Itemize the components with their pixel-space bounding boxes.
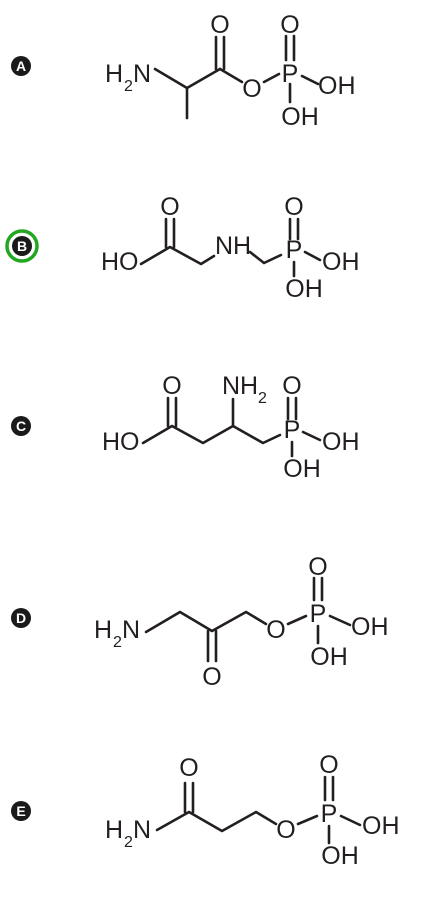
atom-o-ester: O	[276, 816, 295, 844]
atom-o-carbonyl: O	[160, 193, 179, 221]
atom-subscript: 2	[258, 390, 267, 407]
option-e-badge[interactable]: E	[11, 801, 31, 821]
option-c-badge[interactable]: C	[11, 416, 31, 436]
atom-oh-right: OH	[351, 613, 389, 641]
option-e-molecule: H 2 N O O P O OH OH	[105, 751, 400, 870]
p-oh-bond	[303, 250, 322, 262]
option-a-badge[interactable]: A	[11, 56, 31, 76]
ester-bond	[218, 67, 244, 84]
atom-n: N	[122, 616, 140, 644]
atom-subscript: 2	[124, 78, 133, 95]
atom-o-top: O	[284, 193, 303, 221]
p-o-double-bond	[323, 775, 335, 802]
badge-letter: A	[16, 58, 26, 74]
p-oh-bond	[300, 74, 320, 86]
badge-circle	[11, 416, 31, 436]
atom-oh-right: OH	[362, 812, 400, 840]
atom-p: P	[321, 800, 338, 828]
option-c-molecule: HO O NH 2 P O OH OH	[102, 372, 360, 483]
atom-oh-bottom: OH	[283, 455, 321, 483]
atom-oh-bottom: OH	[321, 842, 359, 870]
atom-o-carbonyl: O	[210, 11, 229, 39]
carbonyl-double-bond	[183, 781, 195, 814]
option-a-molecule: H 2 N O O P O OH OH	[105, 11, 356, 131]
badge-letter: B	[17, 238, 27, 254]
atom-o-top: O	[282, 372, 301, 400]
selection-ring	[5, 229, 39, 263]
option-d-molecule: H 2 N O O P O OH OH	[94, 553, 389, 691]
option-c[interactable]: C HO O NH 2 P O OH OH	[11, 372, 360, 483]
atom-ho: HO	[101, 248, 139, 276]
p-oh-bond	[339, 814, 362, 827]
option-d-badge[interactable]: D	[11, 608, 31, 628]
atom-o-carbonyl: O	[162, 372, 181, 400]
atom-h: H	[105, 60, 123, 88]
backbone-bond	[141, 424, 282, 445]
atom-oh-bottom: OH	[310, 643, 348, 671]
atom-n: N	[133, 60, 151, 88]
carbonyl-double-bond	[166, 396, 178, 428]
option-b-badge[interactable]: B	[5, 229, 39, 263]
o-p-bond	[286, 614, 308, 626]
atom-subscript: 2	[113, 634, 122, 651]
badge-circle	[11, 56, 31, 76]
p-o-double-bond	[312, 576, 324, 602]
p-o-double-bond	[288, 217, 300, 241]
carbonyl-double-bond	[164, 217, 176, 249]
atom-o-top: O	[319, 751, 338, 779]
atom-h: H	[105, 816, 123, 844]
backbone-bond	[153, 67, 222, 90]
option-d[interactable]: D H 2 N O O P O OH OH	[11, 553, 389, 691]
option-a[interactable]: A H 2 N O O P O OH OH	[11, 11, 356, 131]
badge-circle	[11, 608, 31, 628]
backbone-bond	[139, 245, 216, 266]
atom-o-ester: O	[266, 616, 285, 644]
badge-letter: D	[16, 610, 26, 626]
atom-p: P	[310, 600, 327, 628]
atom-p: P	[284, 416, 301, 444]
option-b-molecule: HO O NH P O OH OH	[101, 193, 360, 303]
atom-o-carbonyl: O	[179, 754, 198, 782]
atom-oh-right: OH	[322, 428, 360, 456]
ketone-double-bond	[206, 629, 218, 663]
p-oh-bond	[328, 614, 352, 627]
atom-nh: NH	[222, 372, 258, 400]
backbone-bond	[155, 810, 278, 833]
atom-oh-right: OH	[318, 72, 356, 100]
atom-nh: NH	[215, 232, 251, 260]
atom-o-ketone: O	[202, 663, 221, 691]
badge-circle	[11, 801, 31, 821]
option-e[interactable]: E H 2 N O O P O OH OH	[11, 751, 400, 870]
p-o-double-bond	[284, 34, 296, 62]
atom-o-top: O	[308, 553, 327, 581]
badge-circle	[12, 236, 32, 256]
o-p-bond	[262, 72, 281, 84]
atom-p: P	[286, 236, 303, 264]
atom-oh-bottom: OH	[281, 103, 319, 131]
n-ch2-p-bond	[248, 250, 283, 265]
atom-h: H	[94, 616, 112, 644]
atom-oh-right: OH	[322, 248, 360, 276]
p-oh-bond	[301, 430, 322, 442]
atom-ho: HO	[102, 428, 140, 456]
backbone-bond	[144, 610, 268, 634]
atom-n: N	[133, 816, 151, 844]
atom-o-top: O	[280, 11, 299, 39]
o-p-bond	[296, 814, 319, 826]
atom-o-ester: O	[242, 75, 261, 103]
badge-letter: E	[16, 803, 25, 819]
atom-p: P	[282, 60, 299, 88]
atom-oh-bottom: OH	[285, 275, 323, 303]
option-b[interactable]: B HO O NH P O OH OH	[5, 193, 360, 303]
atom-subscript: 2	[124, 834, 133, 851]
carbonyl-double-bond	[214, 35, 226, 71]
badge-letter: C	[16, 418, 26, 434]
p-o-double-bond	[286, 396, 298, 421]
